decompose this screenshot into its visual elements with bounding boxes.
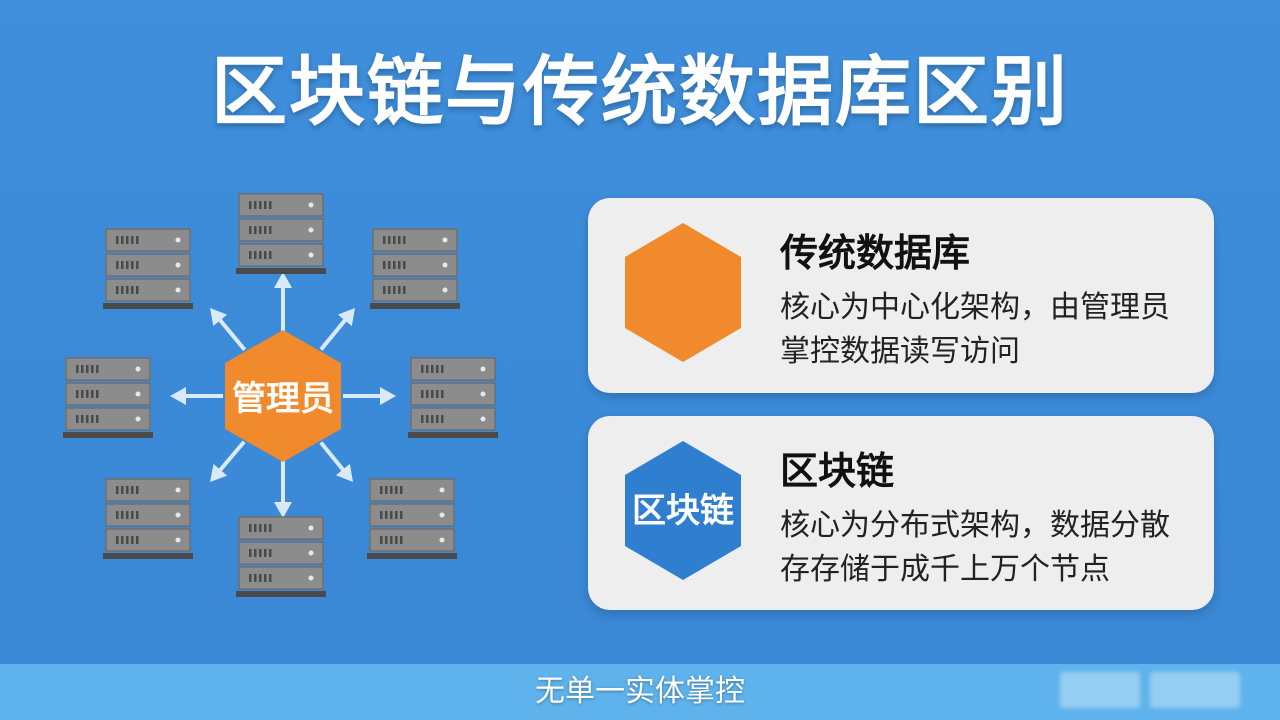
card-heading: 区块链: [780, 449, 895, 493]
card-heading: 传统数据库: [780, 231, 971, 275]
faded-watermark-block: [1060, 672, 1140, 708]
server-rack-icon: [103, 478, 193, 559]
traditional-database-card: 传统数据库 核心为中心化架构，由管理员掌控数据读写访问: [588, 198, 1214, 393]
card-description: 核心为中心化架构，由管理员掌控数据读写访问: [780, 290, 1170, 369]
admin-hub-label: 管理员: [232, 379, 334, 419]
server-rack-icon: [367, 478, 457, 559]
arrow-head: [274, 502, 292, 518]
connection-arrow: [319, 314, 351, 351]
server-rack-icon: [103, 228, 193, 309]
server-rack-icon: [63, 357, 153, 438]
card-hexagon-label: 区块链: [632, 491, 734, 531]
connection-arrow: [319, 441, 349, 476]
server-rack-icon: [370, 228, 460, 309]
arrow-head: [210, 463, 228, 482]
server-rack-icon: [236, 516, 326, 597]
blockchain-card: 区块链 区块链 核心为分布式架构，数据分散存存储于成千上万个节点: [588, 416, 1214, 610]
arrow-head: [210, 308, 228, 327]
faded-watermark-block: [1150, 672, 1240, 708]
caption-subtitle: 无单一实体掌控: [535, 674, 745, 709]
arrow-head: [337, 308, 355, 327]
arrow-head: [170, 387, 186, 405]
server-group: [63, 193, 498, 597]
connection-arrow: [214, 440, 246, 476]
centralized-network-diagram: 管理员: [63, 193, 498, 597]
server-rack-icon: [408, 357, 498, 438]
page-title: 区块链与传统数据库区别: [211, 47, 1069, 136]
arrow-head: [335, 463, 353, 482]
arrow-head: [274, 272, 292, 288]
connection-arrow: [214, 314, 247, 352]
subtitle-bar: [0, 664, 1280, 720]
blue-hexagon-icon: [625, 441, 741, 580]
server-rack-icon: [236, 193, 326, 274]
orange-hexagon-icon: [625, 223, 741, 362]
admin-hub-hexagon: [225, 330, 341, 462]
card-description: 核心为分布式架构，数据分散存存储于成千上万个节点: [780, 508, 1170, 587]
arrow-group: [170, 272, 396, 518]
arrow-head: [380, 387, 396, 405]
